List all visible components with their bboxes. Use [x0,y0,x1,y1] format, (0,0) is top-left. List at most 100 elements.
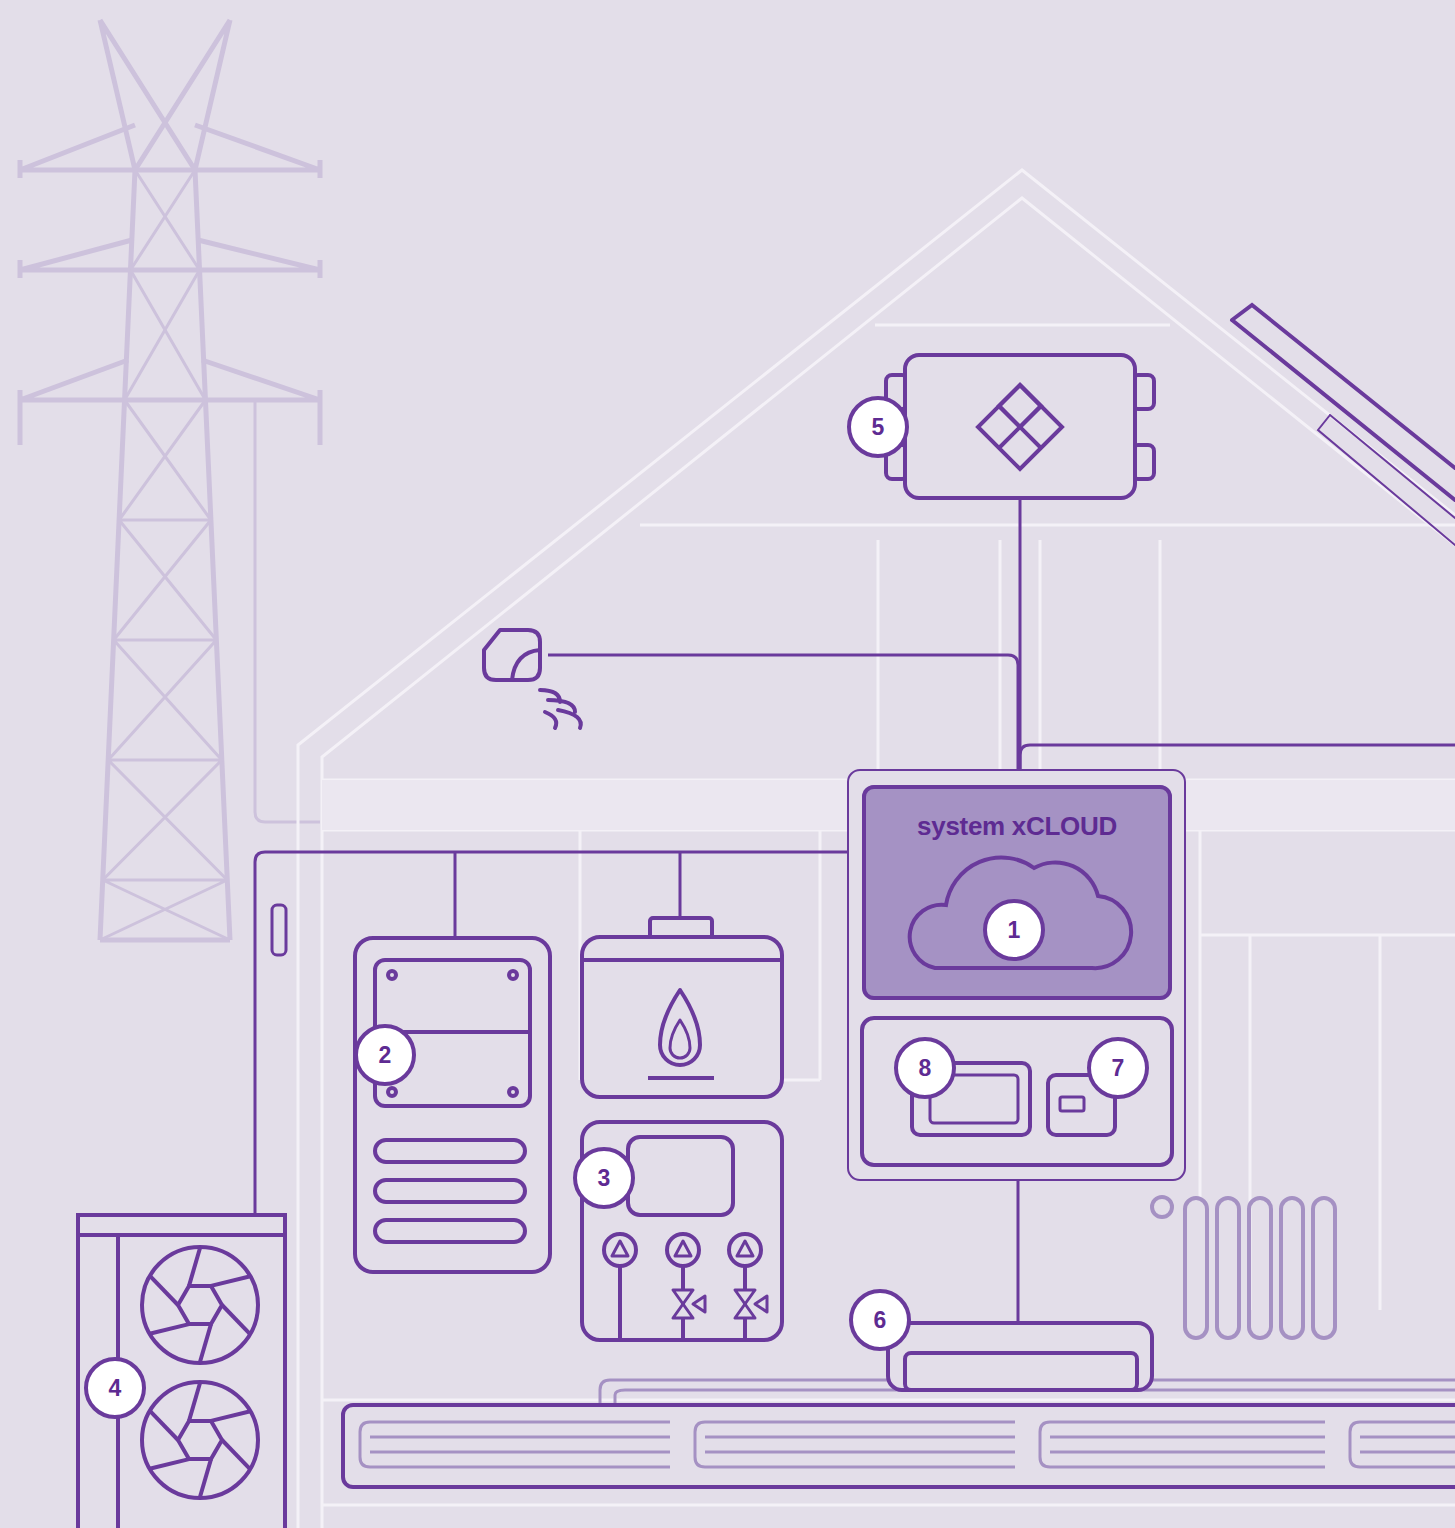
callout-number: 7 [1087,1037,1149,1099]
house-outline-part [298,170,1455,1528]
air-sensor-part [484,630,540,680]
pylon-lattice-part [130,170,199,270]
floor-manifold-part [888,1323,1152,1390]
ventilation-unit-part [978,385,1062,469]
radiator-part [1185,1198,1207,1338]
gas-boiler-part [648,1076,714,1080]
underfloor-heating-part-part [360,1422,370,1467]
pylon-lattice-part [125,270,206,400]
floor-manifold [888,1323,1152,1390]
heat-pump-outdoor-unit-part-part [222,1305,250,1334]
air-sensor-part [540,690,581,728]
heat-pump-outdoor-unit-part [78,1215,285,1528]
power-pylon-part [20,360,320,445]
heat-storage-unit-part [375,1140,525,1162]
xcloud-housing-part [848,770,1185,1180]
xcloud-housing-part [862,785,1172,1000]
control-wiring-part [455,852,680,938]
house-outline [298,170,1455,1528]
heat-pump-outdoor-unit-part [78,1235,285,1528]
heat-storage-unit [355,938,550,1272]
radiator [1152,1197,1335,1338]
pump-group-part-part [755,1296,767,1312]
underfloor-heating-part-part [1040,1422,1050,1467]
xcloud-housing-part [862,1018,1172,1165]
pump-group-part-part [737,1241,753,1256]
power-pylon [20,20,320,940]
heat-pump-outdoor-unit-part-part [211,1276,250,1286]
underfloor-heating-part [360,1422,1455,1467]
pylon-lattice-part [108,640,222,760]
pylon-lattice-part [119,400,211,520]
underfloor-heating [343,1380,1455,1487]
underfloor-heating-part-part [1050,1466,1325,1469]
ventilation-unit-part [999,385,1041,427]
solar-panel-part [1232,305,1455,500]
air-sensor [484,630,581,728]
underfloor-heating-part-part [1360,1436,1455,1439]
control-wiring-part [1020,745,1455,770]
underfloor-heating-part-part [1050,1421,1325,1424]
air-sensor-part [512,650,540,680]
heat-storage-unit-part [375,1220,525,1242]
underfloor-heating-part-part [1350,1422,1360,1467]
power-pylon-part [100,170,230,940]
xcloud-housing [848,770,1185,1180]
underfloor-heating-part-part [1360,1466,1455,1469]
house-outline-part [640,325,1455,525]
heat-pump-outdoor-unit-part-part [150,1459,189,1469]
heat-pump-outdoor-unit-part-part [178,1421,222,1459]
heat-pump-outdoor-unit-part-part [142,1382,258,1498]
gas-boiler-part [660,990,700,1065]
underfloor-heating-part-part [705,1466,1015,1469]
gas-boiler [582,918,782,1097]
underfloor-heating-part-part [370,1421,670,1424]
power-pylon-part [255,400,320,822]
callout-number: 6 [849,1289,911,1351]
underfloor-heating-part [343,1405,1455,1487]
underfloor-heating-part-part [1050,1451,1325,1454]
underfloor-heating-part [615,1390,1455,1405]
heat-pump-outdoor-unit [78,1215,285,1528]
cloud-controller-panel: system xCLOUD [862,785,1172,1000]
floor-manifold-part [905,1353,1137,1390]
pump-group-part-part [618,1266,622,1340]
house-outline-part [322,198,1455,1528]
power-pylon-part [20,240,320,278]
pump-group-part-part [673,1290,693,1318]
heat-pump-outdoor-unit-part-part [150,1324,189,1334]
underfloor-heating-part-part [370,1466,670,1469]
radiator-part [1281,1198,1303,1338]
pump-group-part-part [667,1234,699,1266]
pylon-lattice-part [103,760,228,880]
gas-boiler-part [582,958,782,962]
solar-panel [1232,305,1455,545]
heat-pump-outdoor-unit-part-part [200,1459,211,1498]
heat-pump-outdoor-unit-part-part [200,1324,211,1363]
callout-number: 8 [894,1037,956,1099]
callout-number: 1 [983,899,1045,961]
radiator-part [1249,1198,1271,1338]
heat-pump-outdoor-unit-part-part [222,1440,250,1469]
door-handle [272,905,286,955]
heat-storage-unit-part [388,1088,396,1096]
gas-boiler-part [670,1020,690,1058]
radiator-part [1313,1198,1335,1338]
control-wiring-part [548,655,1018,770]
heat-pump-outdoor-unit-part-part [178,1286,222,1324]
pylon-lattice-part [114,520,217,640]
heat-pump-outdoor-unit-part-part [211,1411,250,1421]
underfloor-heating-part-part [370,1451,670,1454]
heat-pump-outdoor-unit-part-part [150,1276,178,1305]
pump-group-part [604,1234,767,1340]
pump-group-part-part [675,1241,691,1256]
heat-storage-unit-part [509,1088,517,1096]
heat-pump-outdoor-unit-part-part [189,1247,200,1286]
xcloud-housing-part [910,857,1131,968]
pylon-lattice-part [100,880,230,940]
radiator-part [1152,1197,1172,1217]
heat-pump-outdoor-unit-part-part [189,1382,200,1421]
radiator-part [1217,1198,1239,1338]
underfloor-heating-part-part [705,1421,1015,1424]
heat-storage-unit-part [509,971,517,979]
